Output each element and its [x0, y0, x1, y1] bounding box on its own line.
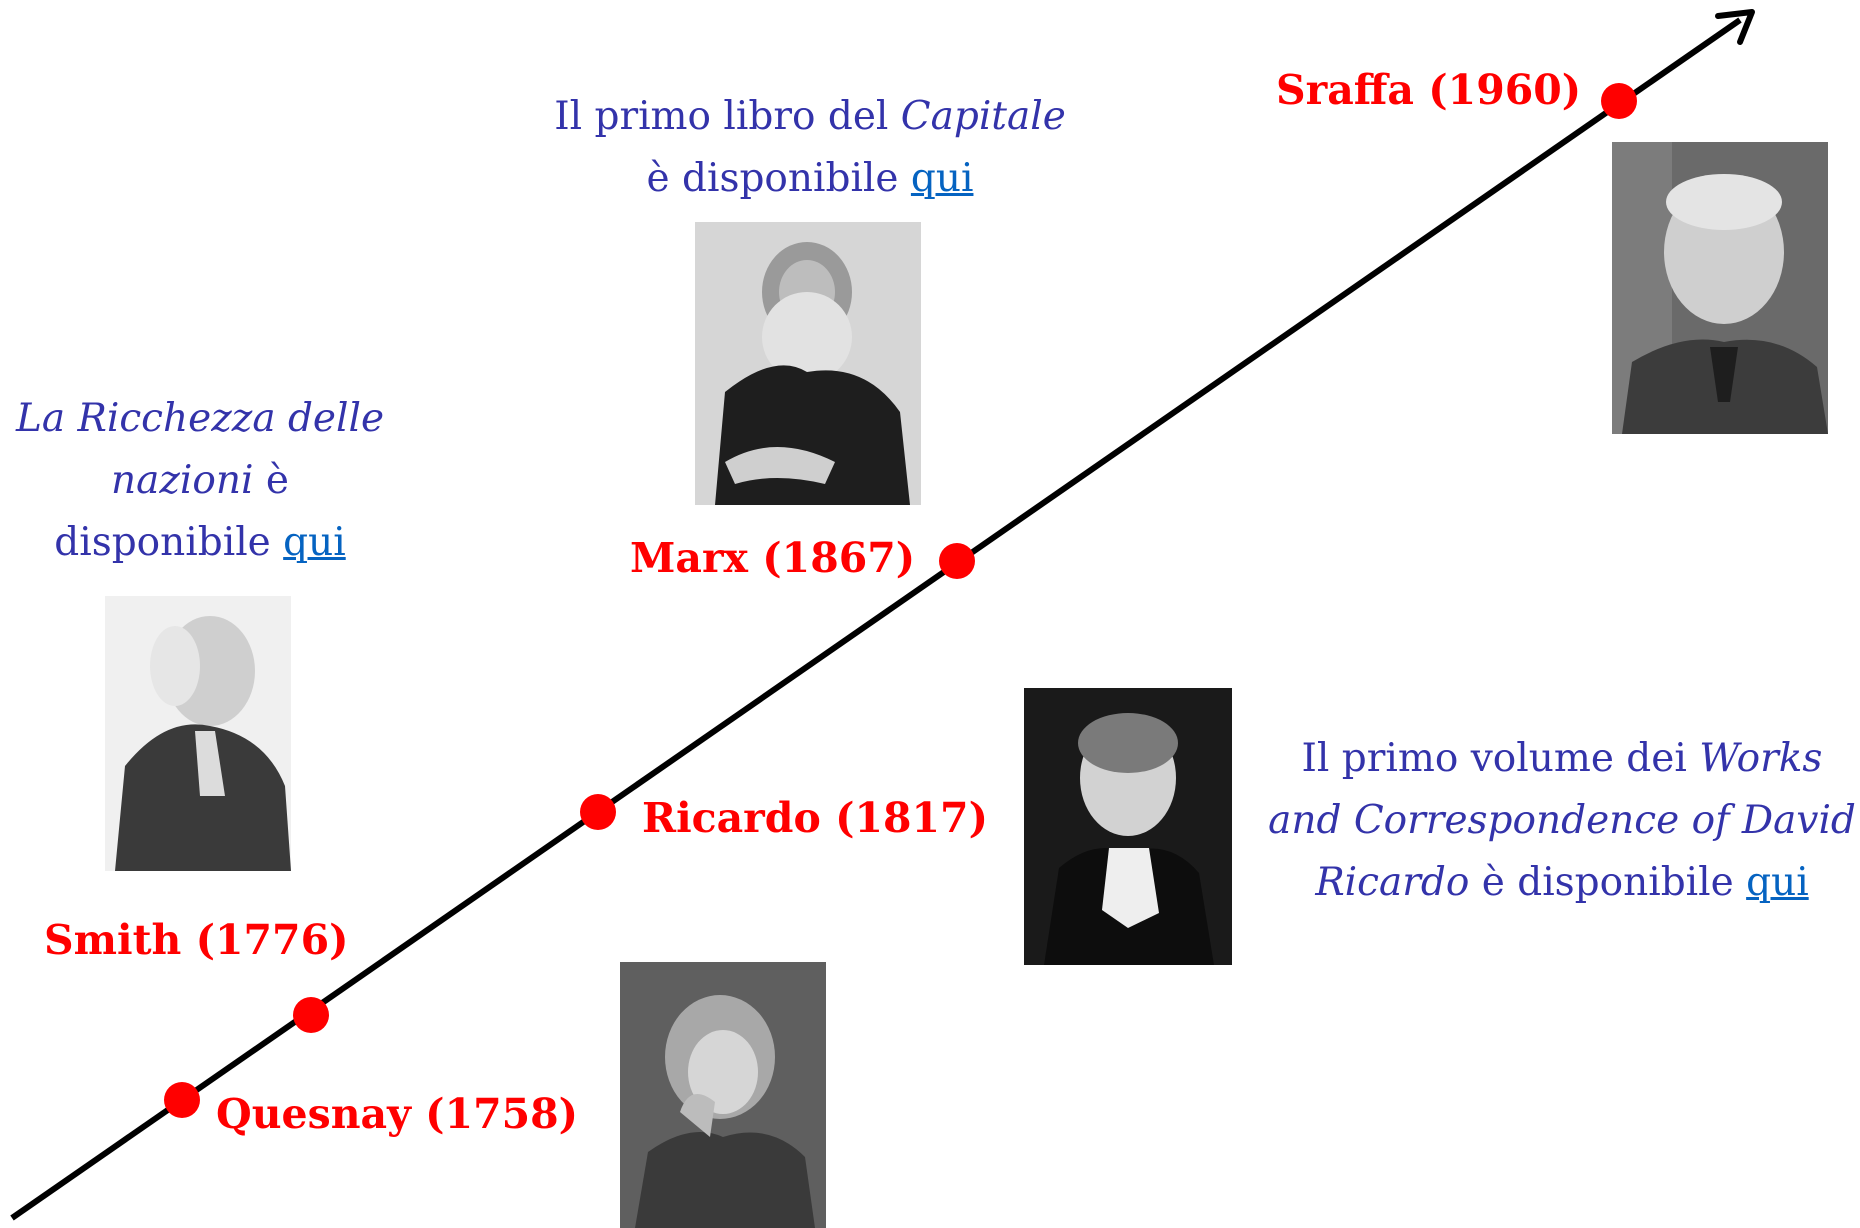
label-ricardo: Ricardo (1817) — [642, 794, 988, 842]
dot-smith — [293, 997, 329, 1033]
link-marx-qui[interactable]: qui — [910, 156, 974, 201]
dot-sraffa — [1601, 83, 1637, 119]
link-ricardo-qui[interactable]: qui — [1746, 860, 1809, 905]
portrait-sraffa-icon — [1612, 142, 1828, 434]
portrait-quesnay-icon — [620, 962, 826, 1228]
note-smith-text: è disponibile — [54, 458, 289, 565]
label-sraffa: Sraffa (1960) — [1276, 66, 1582, 114]
note-ricardo-title: Works and Correspondence of David Ricard… — [1268, 736, 1856, 905]
dot-ricardo — [580, 794, 616, 830]
note-marx-text: è disponibile — [646, 156, 899, 201]
label-marx: Marx (1867) — [630, 534, 916, 582]
note-marx: Il primo libro del Capitale è disponibil… — [520, 86, 1100, 210]
link-smith-qui[interactable]: qui — [283, 520, 346, 565]
dot-quesnay — [164, 1082, 200, 1118]
note-ricardo: Il primo volume dei Works and Correspond… — [1262, 728, 1860, 914]
note-smith-title: La Ricchezza delle nazioni — [15, 396, 385, 503]
label-quesnay: Quesnay (1758) — [216, 1090, 579, 1138]
note-marx-prefix: Il primo libro del — [554, 94, 889, 139]
note-marx-title: Capitale — [900, 94, 1066, 139]
timeline-arrow-icon — [1715, 9, 1755, 45]
note-ricardo-prefix: Il primo volume dei — [1301, 736, 1687, 781]
portrait-marx-icon — [695, 222, 921, 505]
portrait-ricardo-icon — [1024, 688, 1232, 965]
note-ricardo-text: è disponibile — [1481, 860, 1734, 905]
label-smith: Smith (1776) — [44, 916, 349, 964]
dot-marx — [939, 543, 975, 579]
note-smith: La Ricchezza delle nazioni è disponibile… — [0, 388, 400, 574]
portrait-smith-icon — [105, 596, 291, 871]
